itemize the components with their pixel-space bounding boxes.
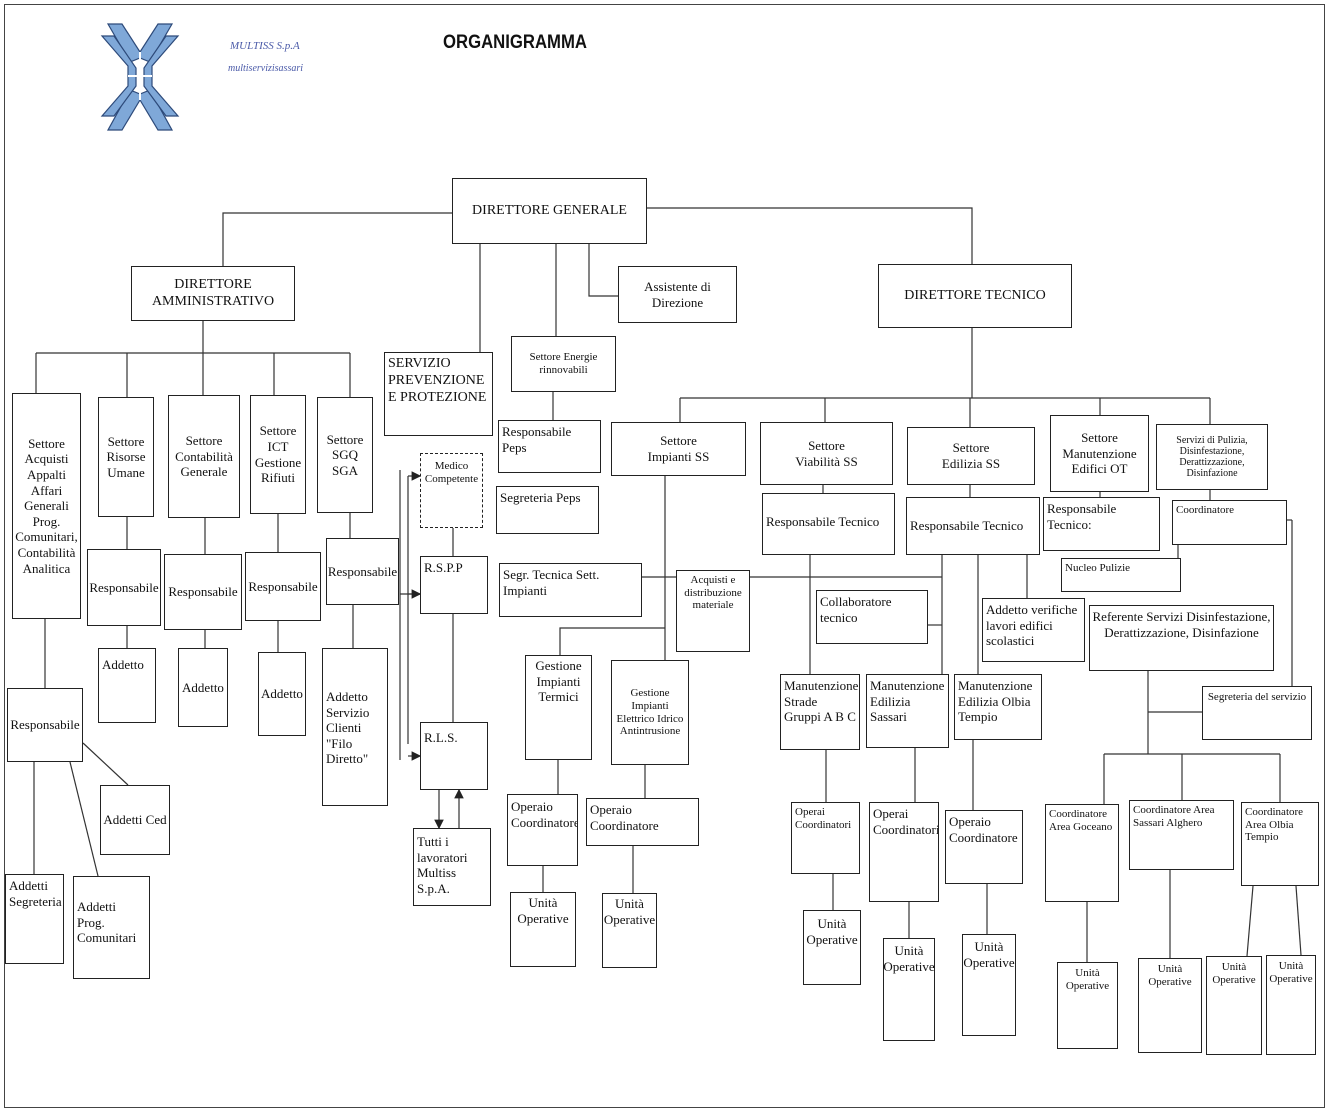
box-responsabile-peps: Responsabile Peps — [498, 420, 601, 473]
box-responsabile-acquisti: Responsabile — [7, 688, 83, 762]
box-settore-viabilita: Settore Viabilità SS — [760, 422, 893, 485]
box-direttore-tecnico: DIRETTORE TECNICO — [878, 264, 1072, 328]
box-segreteria-servizio: Segreteria del servizio — [1202, 686, 1312, 740]
box-addetto-verifiche: Addetto verifiche lavori edifici scolast… — [982, 598, 1085, 662]
box-addetto-contabilita: Addetto — [178, 648, 228, 727]
box-manutenzione-edilizia-sassari: Manutenzione Edilizia Sassari — [866, 674, 949, 748]
box-responsabile-ict: Responsabile — [245, 552, 321, 621]
box-assistente-direzione: Assistente di Direzione — [618, 266, 737, 323]
box-operai-coordinatori-edilizia: Operai Coordinatori — [869, 802, 939, 902]
box-servizi-pulizia: Servizi di Pulizia, Disinfestazione, Der… — [1156, 424, 1268, 490]
box-direttore-generale: DIRETTORE GENERALE — [452, 178, 647, 244]
box-settore-sgq: Settore SGQ SGA — [317, 397, 373, 513]
page-frame — [4, 4, 1325, 1108]
box-settore-edilizia: Settore Edilizia SS — [907, 427, 1035, 485]
box-addetti-segreteria: Addetti Segreteria — [5, 874, 64, 964]
box-unita-operative-sassari: Unità Operative — [883, 938, 935, 1041]
box-unita-operative-viabilita: Unità Operative — [803, 910, 861, 985]
box-operaio-coordinatore-termici: Operaio Coordinatore — [507, 794, 578, 866]
box-responsabile-contabilita: Responsabile — [164, 554, 242, 630]
box-responsabile-tecnico-viabilita: Responsabile Tecnico — [762, 493, 895, 555]
box-unita-operative-sassari-alghero: Unità Operative — [1138, 958, 1202, 1053]
box-settore-acquisti: Settore Acquisti Appalti Affari Generali… — [12, 393, 81, 619]
box-acquisti-distribuzione: Acquisti e distribuzione materiale — [676, 570, 750, 652]
box-rls: R.L.S. — [420, 722, 488, 790]
box-addetto-ict: Addetto — [258, 652, 306, 736]
box-coordinatore-olbia-tempio: Coordinatore Area Olbia Tempio — [1241, 802, 1319, 886]
box-gestione-impianti-termici: Gestione Impianti Termici — [525, 655, 592, 760]
box-operaio-coordinatore-elettrico: Operaio Coordinatore — [586, 798, 699, 846]
box-unita-operative-olbia: Unità Operative — [962, 934, 1016, 1036]
box-unita-operative-elettrico: Unità Operative — [602, 893, 657, 968]
box-responsabile-tecnico-edilizia: Responsabile Tecnico — [906, 497, 1040, 555]
box-responsabile-tecnico-ot: Responsabile Tecnico: — [1043, 497, 1160, 551]
box-addetti-prog-comunitari: Addetti Prog. Comunitari — [73, 876, 150, 979]
box-unita-operative-olbia-2: Unità Operative — [1266, 955, 1316, 1055]
box-referente-servizi: Referente Servizi Disinfestazione, Derat… — [1089, 605, 1274, 671]
box-servizio-prevenzione: SERVIZIO PREVENZIONE E PROTEZIONE — [384, 352, 493, 436]
box-settore-risorse-umane: Settore Risorse Umane — [98, 397, 154, 517]
box-medico-competente: Medico Competente — [420, 453, 483, 528]
box-segr-tecnica-impianti: Segr. Tecnica Sett. Impianti — [499, 563, 642, 617]
box-unita-operative-goceano: Unità Operative — [1057, 962, 1118, 1049]
box-addetti-ced: Addetti Ced — [100, 785, 170, 855]
box-coordinatore-goceano: Coordinatore Area Goceano — [1045, 804, 1119, 902]
multiss-logo — [100, 23, 180, 131]
box-nucleo-pulizie: Nucleo Pulizie — [1061, 558, 1181, 592]
box-addetto-risorse: Addetto — [98, 648, 156, 723]
box-coordinatore-pulizia: Coordinatore — [1172, 500, 1287, 545]
company-name: MULTISS S.p.A — [230, 40, 300, 52]
box-rspp: R.S.P.P — [420, 556, 488, 614]
box-operai-coordinatori-viabilita: Operai Coordinatori — [791, 802, 860, 874]
box-settore-impianti: Settore Impianti SS — [611, 422, 746, 476]
page-title: ORGANIGRAMMA — [443, 32, 587, 53]
box-segreteria-peps: Segreteria Peps — [496, 486, 599, 534]
box-addetto-servizio-clienti: Addetto Servizio Clienti "Filo Diretto" — [322, 648, 388, 806]
box-settore-ict: Settore ICT Gestione Rifiuti — [250, 395, 306, 514]
box-settore-contabilita: Settore Contabilità Generale — [168, 395, 240, 518]
box-responsabile-risorse: Responsabile — [87, 549, 161, 626]
box-unita-operative-olbia-1: Unità Operative — [1206, 956, 1262, 1055]
box-settore-manutenzione-ot: Settore Manutenzione Edifici OT — [1050, 415, 1149, 492]
box-gestione-impianti-elettrico: Gestione Impianti Elettrico Idrico Antin… — [611, 660, 689, 765]
box-responsabile-sgq: Responsabile — [326, 538, 399, 605]
box-unita-operative-termici: Unità Operative — [510, 892, 576, 967]
box-collaboratore-tecnico: Collaboratore tecnico — [816, 590, 928, 644]
company-subtitle: multiservizisassari — [228, 63, 304, 74]
box-tutti-lavoratori: Tutti i lavoratori Multiss S.p.A. — [413, 828, 491, 906]
box-manutenzione-strade: Manutenzione Strade Gruppi A B C — [780, 674, 860, 750]
box-manutenzione-edilizia-olbia: Manutenzione Edilizia Olbia Tempio — [954, 674, 1042, 740]
box-coordinatore-sassari-alghero: Coordinatore Area Sassari Alghero — [1129, 800, 1234, 870]
box-direttore-amministrativo: DIRETTORE AMMINISTRATIVO — [131, 266, 295, 321]
box-settore-energie: Settore Energie rinnovabili — [511, 336, 616, 392]
box-operaio-coordinatore-edilizia: Operaio Coordinatore — [945, 810, 1023, 884]
